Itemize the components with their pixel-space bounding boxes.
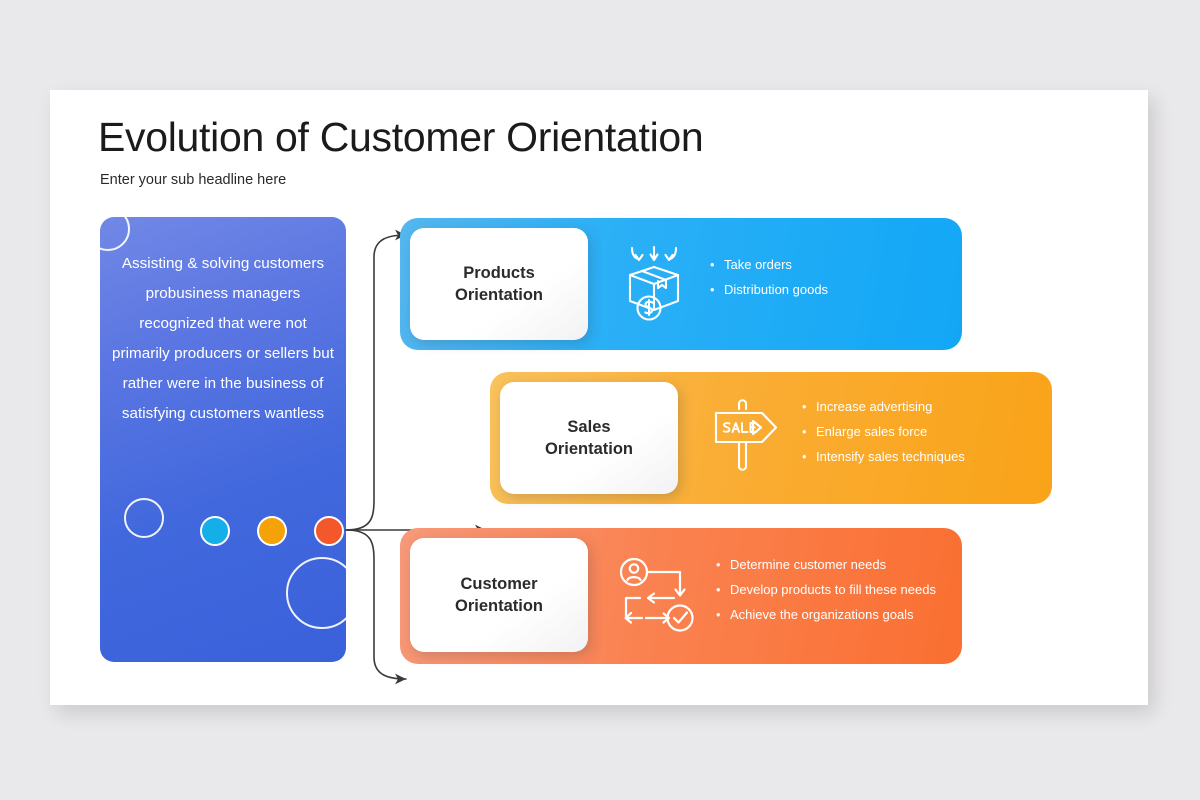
row-sales-label-line2: Orientation	[544, 440, 633, 458]
bullet-text: Increase advertising	[816, 399, 933, 414]
bullet-item: • Achieve the organizations goals	[716, 606, 936, 624]
row-sales-orientation[interactable]: Sales Orientation	[490, 372, 1052, 504]
bullet-text: Develop products to fill these needs	[730, 582, 936, 597]
row-products-label: Products Orientation	[410, 228, 588, 340]
row-products-label-line2: Orientation	[454, 286, 543, 304]
bullet-item: • Take orders	[710, 256, 828, 274]
bullet-marker: •	[716, 557, 721, 572]
row-products-label-line1: Products	[463, 264, 535, 282]
decorative-ring-top-left	[100, 217, 130, 251]
row-products-orientation[interactable]: Products Orientation	[400, 218, 962, 350]
bullet-text: Enlarge sales force	[816, 424, 928, 439]
row-customer-label: Customer Orientation	[410, 538, 588, 652]
row-customer-label-line2: Orientation	[454, 597, 543, 615]
bullet-marker: •	[802, 424, 807, 439]
bullet-text: Distribution goods	[724, 282, 829, 297]
bullet-text: Achieve the organizations goals	[730, 607, 914, 622]
bullet-marker: •	[716, 582, 721, 597]
decorative-dot-orange	[314, 516, 344, 546]
intro-panel-text: Assisting & solving customers probusines…	[112, 255, 334, 422]
page-title: Evolution of Customer Orientation	[98, 114, 704, 160]
package-box-dollar-icon	[618, 244, 690, 324]
decorative-dot-amber	[257, 516, 287, 546]
bullet-item: • Intensify sales techniques	[802, 448, 965, 466]
connector-arrows	[345, 229, 487, 685]
row-customer-bullets: • Determine customer needs • Develop pro…	[716, 556, 936, 631]
decorative-ring-mid-left	[124, 498, 164, 538]
bullet-marker: •	[716, 607, 721, 622]
bullet-marker: •	[710, 257, 715, 272]
bullet-item: • Develop products to fill these needs	[716, 581, 936, 599]
bullet-text: Intensify sales techniques	[816, 449, 965, 464]
row-sales-label-line1: Sales	[567, 418, 611, 436]
slide-canvas: Evolution of Customer Orientation Enter …	[50, 90, 1148, 705]
row-customer-label-line1: Customer	[460, 575, 538, 593]
decorative-ring-bottom-right	[286, 557, 346, 629]
row-products-bullets: • Take orders • Distribution goods	[710, 256, 828, 306]
bullet-text: Determine customer needs	[730, 557, 887, 572]
row-sales-label: Sales Orientation	[500, 382, 678, 494]
intro-panel: Assisting & solving customers probusines…	[100, 217, 346, 662]
bullet-marker: •	[710, 282, 715, 297]
sale-signpost-icon	[708, 397, 782, 479]
bullet-marker: •	[802, 449, 807, 464]
page-subtitle: Enter your sub headline here	[100, 172, 287, 188]
row-customer-orientation[interactable]: Customer Orientation	[400, 528, 962, 664]
bullet-item: • Increase advertising	[802, 398, 965, 416]
customer-process-check-icon	[618, 556, 694, 636]
decorative-dot-cyan	[200, 516, 230, 546]
bullet-marker: •	[802, 399, 807, 414]
bullet-text: Take orders	[724, 257, 792, 272]
bullet-item: • Determine customer needs	[716, 556, 936, 574]
bullet-item: • Distribution goods	[710, 281, 828, 299]
bullet-item: • Enlarge sales force	[802, 423, 965, 441]
row-sales-bullets: • Increase advertising • Enlarge sales f…	[802, 398, 965, 473]
